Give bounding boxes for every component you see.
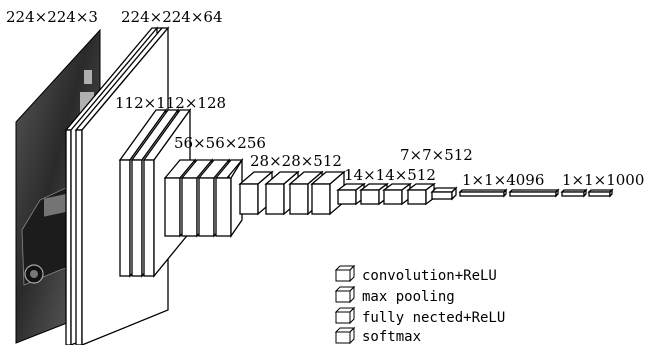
legend-label-softmax: softmax	[362, 329, 421, 345]
legend-label-pool: max pooling	[362, 289, 455, 305]
label-pool5: 7×7×512	[400, 146, 473, 164]
conv-block-28	[240, 172, 344, 214]
legend-item-fc: fully nected+ReLU	[336, 308, 505, 326]
label-conv1: 224×224×64	[121, 8, 222, 26]
cube-icon	[336, 328, 354, 343]
label-conv5: 14×14×512	[344, 166, 436, 184]
label-conv2: 112×112×128	[115, 94, 226, 112]
pool-block-7	[432, 188, 456, 199]
legend-item-softmax: softmax	[336, 328, 421, 345]
legend: convolution+ReLU max pooling fully necte…	[336, 266, 505, 345]
label-conv3: 56×56×256	[174, 134, 266, 152]
legend-label-fc: fully nected+ReLU	[362, 310, 505, 326]
legend-label-conv: convolution+ReLU	[362, 268, 497, 284]
conv-block-56	[165, 160, 242, 236]
cube-icon	[336, 266, 354, 281]
label-fc1: 1×1×4096	[462, 171, 544, 189]
label-conv4: 28×28×512	[250, 152, 342, 170]
fc-block-1000	[562, 190, 612, 196]
cube-icon	[336, 287, 354, 302]
fc-block-4096	[460, 190, 558, 196]
label-fc3: 1×1×1000	[562, 171, 644, 189]
cube-icon	[336, 308, 354, 323]
label-input: 224×224×3	[6, 8, 98, 26]
legend-item-conv: convolution+ReLU	[336, 266, 497, 284]
legend-item-pool: max pooling	[336, 287, 455, 305]
conv-block-14	[338, 184, 434, 204]
